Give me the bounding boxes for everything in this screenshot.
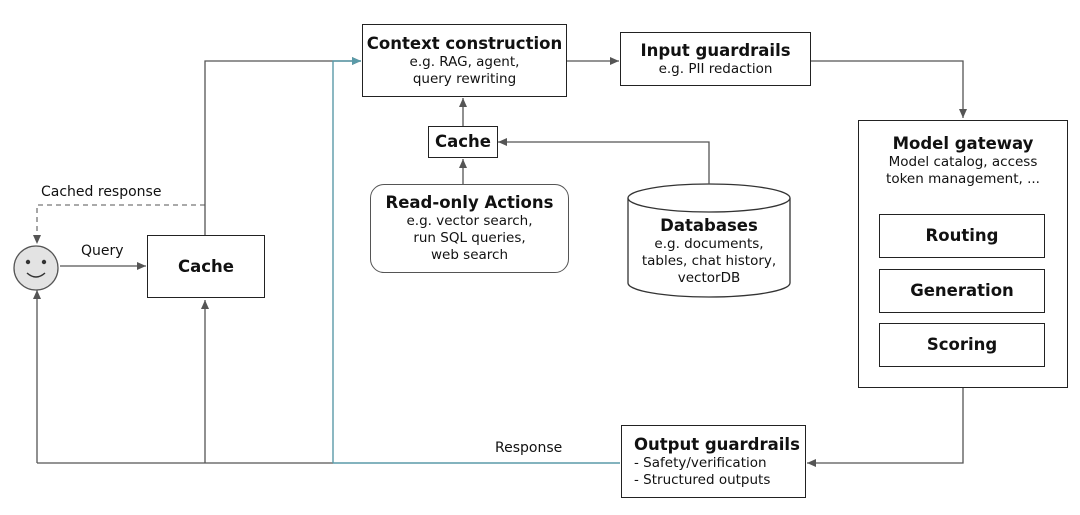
output-guardrails-box: Output guardrails - Safety/verification … <box>621 425 806 498</box>
cached-response-arrow <box>33 204 205 244</box>
input-guardrails-title: Input guardrails <box>640 40 791 60</box>
model-gateway-line-2: token management, ... <box>886 171 1040 187</box>
model-gateway-line-1: Model catalog, access <box>888 154 1038 170</box>
context-construction-title: Context construction <box>366 33 563 53</box>
model-gateway-title: Model gateway <box>892 134 1034 153</box>
cache-small-box: Cache <box>428 126 498 158</box>
context-construction-line-1: e.g. RAG, agent, <box>409 53 520 70</box>
cache-small-title: Cache <box>435 132 491 151</box>
scoring-box: Scoring <box>879 323 1045 367</box>
cache-box: Cache <box>147 235 265 298</box>
cached-response-label: Cached response <box>41 184 162 200</box>
databases-line-1: e.g. documents, <box>654 235 764 252</box>
context-construction-line-2: query rewriting <box>412 70 517 87</box>
read-only-actions-box: Read-only Actions e.g. vector search, ru… <box>370 184 569 273</box>
context-construction-box: Context construction e.g. RAG, agent, qu… <box>362 24 567 97</box>
cache-to-context-arrow <box>204 57 361 235</box>
response-to-context-teal-arrow <box>332 57 361 463</box>
databases-to-cache-arrow <box>498 138 710 184</box>
user-icon-eye-right <box>41 259 47 265</box>
output-guardrails-line-1: - Safety/verification <box>634 454 767 471</box>
routing-title: Routing <box>925 226 999 245</box>
output-guardrails-title: Output guardrails <box>634 434 800 454</box>
output-guardrails-line-2: - Structured outputs <box>634 471 771 488</box>
databases-cylinder <box>627 198 791 298</box>
input-guardrails-box: Input guardrails e.g. PII redaction <box>620 32 811 86</box>
generation-box: Generation <box>879 269 1045 313</box>
databases-line-2: tables, chat history, <box>641 252 777 269</box>
read-only-actions-line-2: run SQL queries, <box>413 230 526 246</box>
databases-line-3: vectorDB <box>677 269 741 286</box>
user-icon-eye-left <box>25 259 31 265</box>
read-only-actions-line-3: web search <box>430 247 509 263</box>
databases-title: Databases <box>660 215 758 235</box>
routing-box: Routing <box>879 214 1045 258</box>
response-label: Response <box>495 440 563 456</box>
generation-title: Generation <box>910 281 1014 300</box>
gateway-to-output-arrow <box>807 388 964 467</box>
input-to-gateway-arrow <box>811 60 967 118</box>
read-only-actions-line-1: e.g. vector search, <box>406 213 533 229</box>
input-guardrails-line-1: e.g. PII redaction <box>658 60 773 77</box>
query-label: Query <box>81 243 124 259</box>
read-only-actions-title: Read-only Actions <box>385 193 554 212</box>
databases-text: Databases e.g. documents, tables, chat h… <box>630 208 788 294</box>
scoring-title: Scoring <box>926 335 998 354</box>
user-icon <box>13 245 59 291</box>
cache-title: Cache <box>178 256 234 276</box>
user-icon-mouth <box>26 272 46 278</box>
